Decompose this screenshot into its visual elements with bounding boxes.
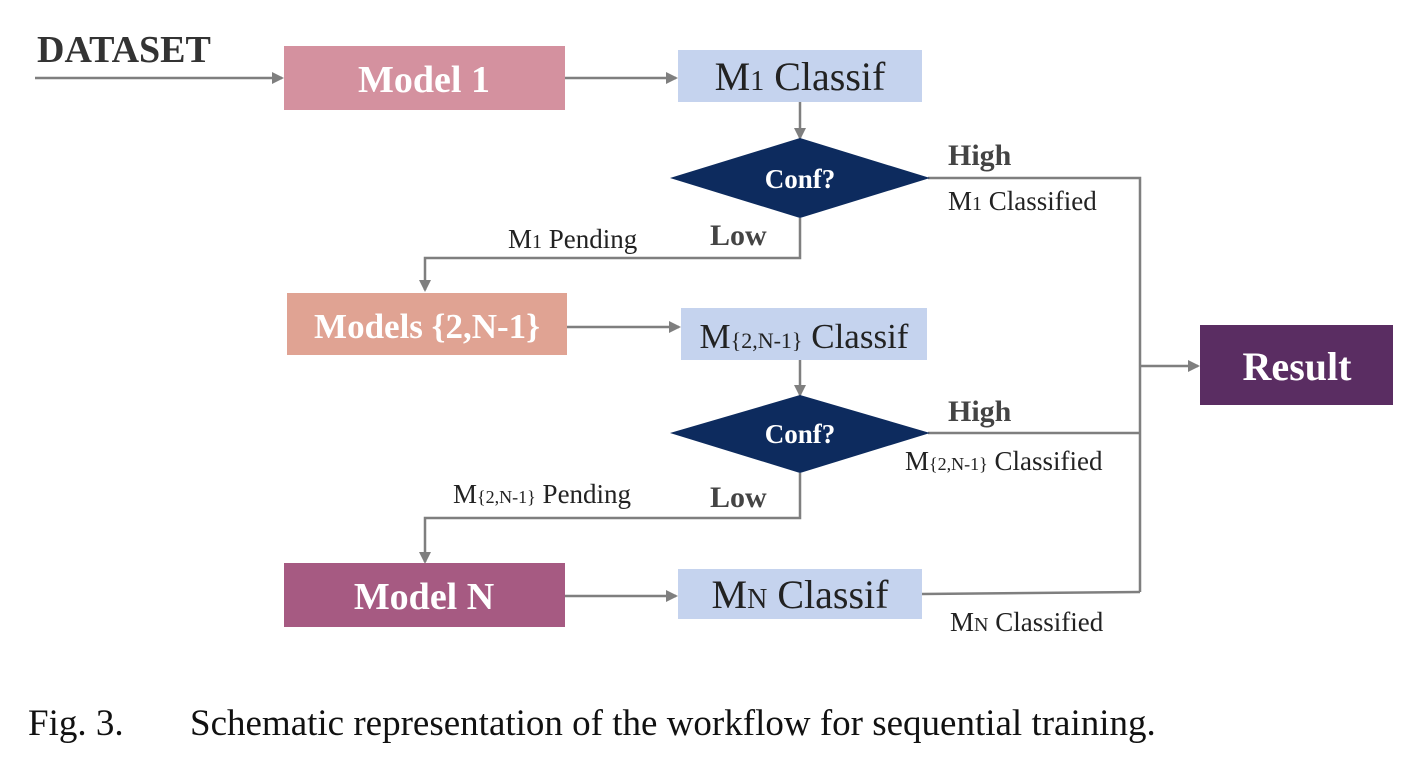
m2-classified-label: M{2,N-1} Classified [905,446,1103,476]
low2-label: Low [710,481,767,514]
m1-pending-label: M1 Pending [508,224,637,254]
modelN-node: Model N [284,563,565,627]
figure-caption: Fig. 3. Schematic representation of the w… [28,703,1156,744]
models-mid-box [287,293,567,355]
decision1-diamond [670,138,930,218]
models-mid-label: Models {2,N-1} [314,307,540,346]
classifN-label: MN Classif [712,572,890,617]
high1-label: High [948,139,1012,172]
result-label: Result [1243,344,1353,389]
classif2-label: M{2,N-1} Classif [700,317,909,356]
caption-number: Fig. 3. [28,703,124,744]
decision2-node: Conf? [670,395,930,473]
decision2-diamond [670,395,930,473]
low1-label: Low [710,219,767,252]
decision2-label: Conf? [765,419,836,449]
m2-pending-label: M{2,N-1} Pending [453,479,631,509]
result-box [1200,325,1393,405]
high2-label: High [948,395,1012,428]
classif1-node: M1 Classif [678,50,922,102]
modelN-label: Model N [354,576,494,618]
model1-node: Model 1 [284,46,565,110]
model1-box [284,46,565,110]
classif2-node: M{2,N-1} Classif [681,308,927,360]
model1-label: Model 1 [358,59,490,101]
result-node: Result [1200,325,1393,405]
classif1-label: M1 Classif [715,54,886,99]
decision1-label: Conf? [765,164,836,194]
connectors [35,72,1200,602]
conf1-high-line [928,176,1142,592]
conf1-low-line [419,218,802,292]
caption-text: Schematic representation of the workflow… [190,703,1156,744]
dataset-label: DATASET [37,29,211,71]
decision1-node: Conf? [670,138,930,218]
classifN-box [678,569,922,619]
classifN-to-result-line [921,590,1141,596]
modelN-box [284,563,565,627]
classifN-node: MN Classif [678,569,922,619]
conf2-low-line [419,473,802,564]
classif2-box [681,308,927,360]
m1-classified-label: M1 Classified [948,186,1097,216]
models-mid-node: Models {2,N-1} [287,293,567,355]
mn-classified-label: MN Classified [950,607,1104,637]
classif1-box [678,50,922,102]
